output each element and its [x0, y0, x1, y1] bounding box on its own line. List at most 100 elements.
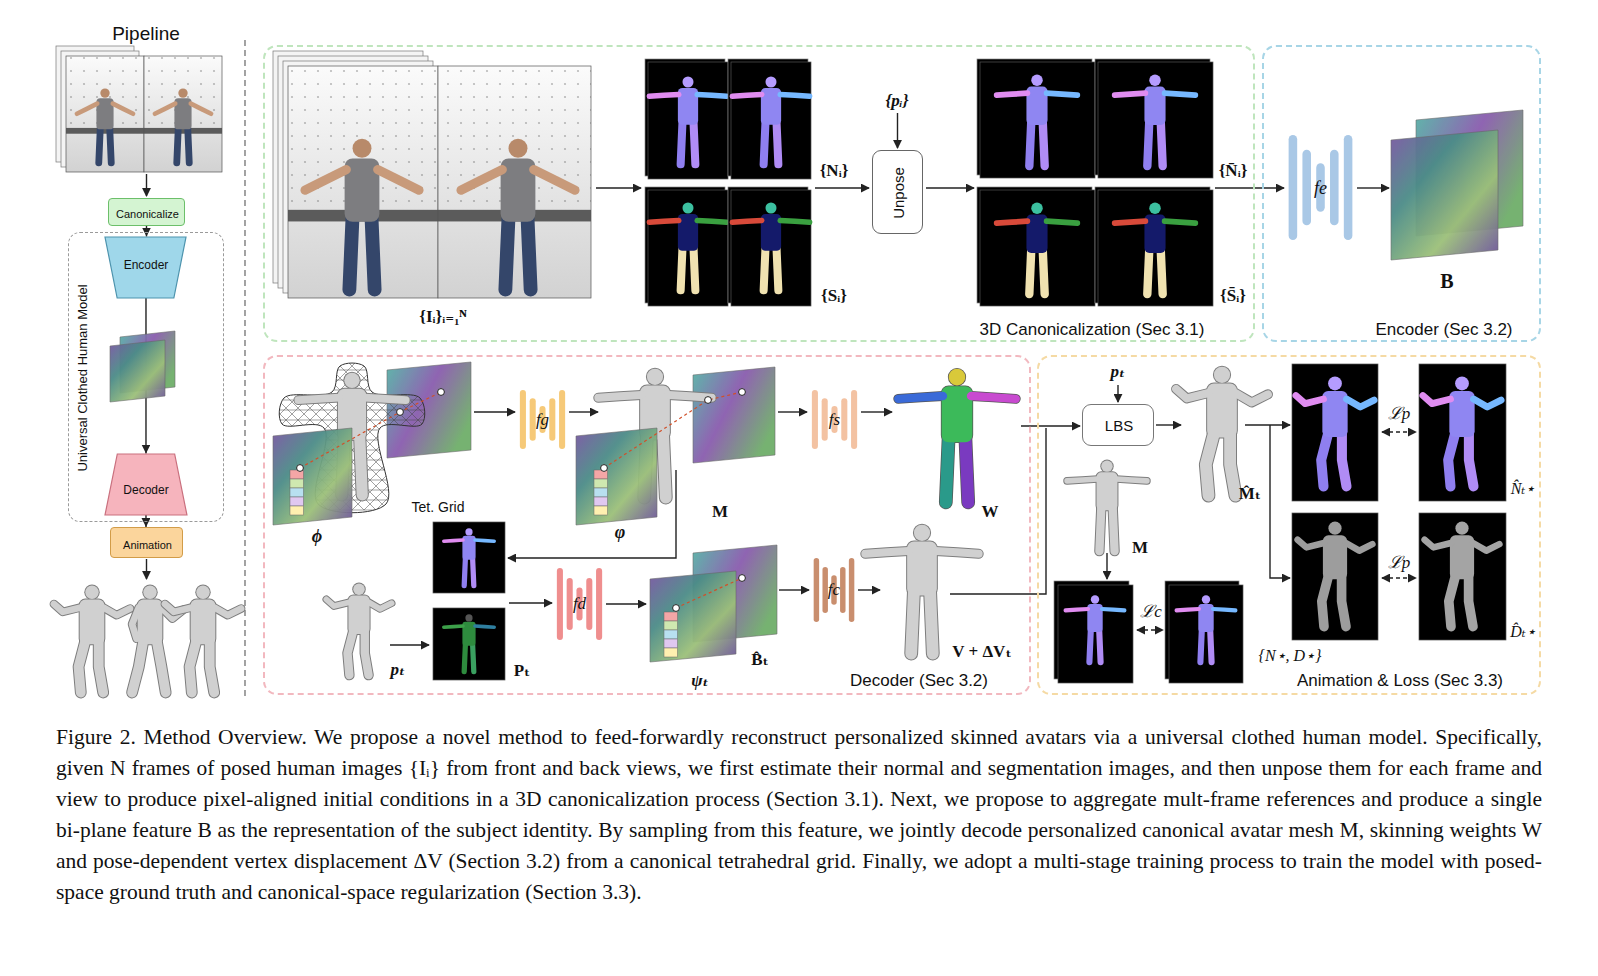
canonicalization-illustration-part [1029, 250, 1031, 294]
animation-illustration-part [1455, 377, 1469, 391]
decoder-illustration-part-part [412, 360, 562, 510]
decoder-illustration-part-part [275, 360, 430, 361]
pipeline-illustration-part [143, 586, 156, 599]
decoder-illustration-part [387, 362, 471, 458]
stage-panel: Decoder (Sec 3.2)fgfsfdfc [263, 355, 1031, 695]
canonicalization-illustration-part [649, 94, 678, 96]
decoder-illustration-part [397, 409, 404, 416]
canonicalization-illustration-part [1098, 62, 1213, 178]
animation-illustration-part [1058, 585, 1133, 683]
decoder-illustration-part [930, 592, 933, 654]
network-bar [822, 567, 827, 613]
decoder-illustration-part [965, 438, 968, 502]
canonicalization-illustration-part [378, 170, 419, 191]
decoder-illustration-part [911, 592, 914, 654]
animation-illustration-part [1091, 595, 1099, 603]
decoder-illustration-part [739, 575, 746, 582]
decoder-illustration-part [594, 497, 608, 506]
animation-illustration-part [1117, 479, 1147, 481]
canonicalization-illustration-part [681, 122, 683, 164]
symbol-label: N̂ₜ⋆ [1511, 480, 1536, 498]
animation-illustration-part [1206, 434, 1214, 496]
decoder-illustration-part [298, 398, 339, 401]
canonicalization-illustration-part [980, 190, 1095, 306]
canonicalization-illustration-part [694, 122, 696, 164]
decoder-illustration-part [347, 631, 353, 675]
canonicalization-illustration-part [1029, 122, 1031, 166]
canonicalization-illustration-part [1215, 187, 1284, 188]
decoder-illustration-part [601, 465, 608, 472]
animation-illustration-part [1474, 399, 1502, 407]
decoder-illustration-part [664, 648, 678, 657]
pipeline-illustration-part [110, 127, 112, 163]
symbol-label: M [1132, 538, 1148, 558]
node-text: Encoder [124, 259, 169, 273]
label-holder: ℒp [1388, 553, 1411, 573]
decoder-illustration-part [673, 605, 680, 612]
decoder-illustration-part [594, 488, 608, 497]
label-holder: N̂ₜ⋆ [1511, 480, 1536, 498]
network-bar [586, 578, 592, 630]
network-bar [851, 390, 857, 449]
canonicalization-illustration-part [505, 217, 508, 290]
animation-illustration-part [1230, 434, 1235, 496]
pipeline-illustration-part [165, 604, 192, 612]
decoder-illustration-part [936, 551, 979, 554]
canonicalization-illustration-part [534, 170, 575, 191]
stage-panel: Encoder (Sec 3.2)fe [1262, 45, 1541, 342]
decoder-illustration-part [369, 602, 392, 609]
canonicalization-illustration-part [1147, 250, 1149, 294]
canonicalization-illustration-part [764, 122, 766, 164]
pipeline-illustration-part [54, 604, 81, 612]
canonicalization-illustration-part [926, 187, 974, 188]
caption-box: Figure 2. Method Overview. We propose a … [56, 722, 1542, 908]
animation-illustration-part [1236, 393, 1268, 402]
pipeline-illustration-part [84, 585, 99, 600]
pipeline-illustration-part [66, 56, 144, 172]
symbol-label: D̂ₜ⋆ [1510, 623, 1536, 641]
pipeline-illustration-part [191, 104, 211, 114]
canonicalization-illustration-part [765, 202, 776, 213]
text-holder: 3D Canonicalization (Sec 3.1) [980, 320, 1205, 340]
canonicalization-illustration-part [288, 66, 438, 298]
decoder-illustration-part-part [28, 360, 178, 510]
canonicalization-illustration-part [764, 248, 766, 290]
network-block: fe [1286, 135, 1355, 240]
decoder-illustration-part [606, 603, 646, 604]
node-text: 3D Canonicalization (Sec 3.1) [980, 320, 1205, 340]
pipeline-illustration-part [190, 641, 197, 693]
pipeline-illustration-part [85, 586, 98, 599]
decoder-illustration-part [365, 398, 406, 401]
label-holder: D̂ₜ⋆ [1510, 623, 1536, 641]
canonicalization-illustration-part [1047, 221, 1078, 223]
decoder-illustration-part [676, 578, 742, 608]
decoder-illustration-part [475, 626, 494, 627]
decoder-illustration-part [474, 411, 515, 412]
canonicalization-illustration-part [438, 66, 591, 298]
symbol-label: B̂ₜ [751, 650, 769, 670]
label-holder: V + ΔVₜ [952, 642, 1011, 662]
encoder-illustration-part [1391, 130, 1498, 260]
canonicalization-illustration-part [732, 94, 761, 96]
canonicalization-illustration-part [305, 170, 346, 191]
heading-label: Pipeline [112, 23, 180, 45]
symbol-label: M [712, 502, 728, 522]
canonicalization-illustration-part [349, 217, 352, 290]
canonicalization-illustration-part [648, 190, 728, 306]
canonicalization-illustration-part [697, 220, 726, 222]
node-text: Animation & Loss (Sec 3.3) [1297, 671, 1503, 691]
animation-illustration-part [1292, 513, 1378, 640]
decoder-illustration-part [739, 389, 746, 396]
decoder-illustration-part [297, 465, 304, 472]
symbol-label: ψₜ [691, 671, 709, 691]
pipeline-illustration-part [77, 104, 97, 114]
encoder-illustration-part [1357, 187, 1389, 188]
decoder-illustration-part [365, 631, 369, 675]
canonicalization-illustration-part [353, 139, 372, 158]
network-bar [1302, 150, 1311, 226]
label-holder: {Nᵢ} [820, 161, 849, 181]
animation-illustration-part [1102, 609, 1124, 610]
text-holder: fe [1314, 177, 1327, 198]
canonicalization-illustration-part [1031, 74, 1043, 86]
animation-illustration-part [1113, 508, 1115, 552]
